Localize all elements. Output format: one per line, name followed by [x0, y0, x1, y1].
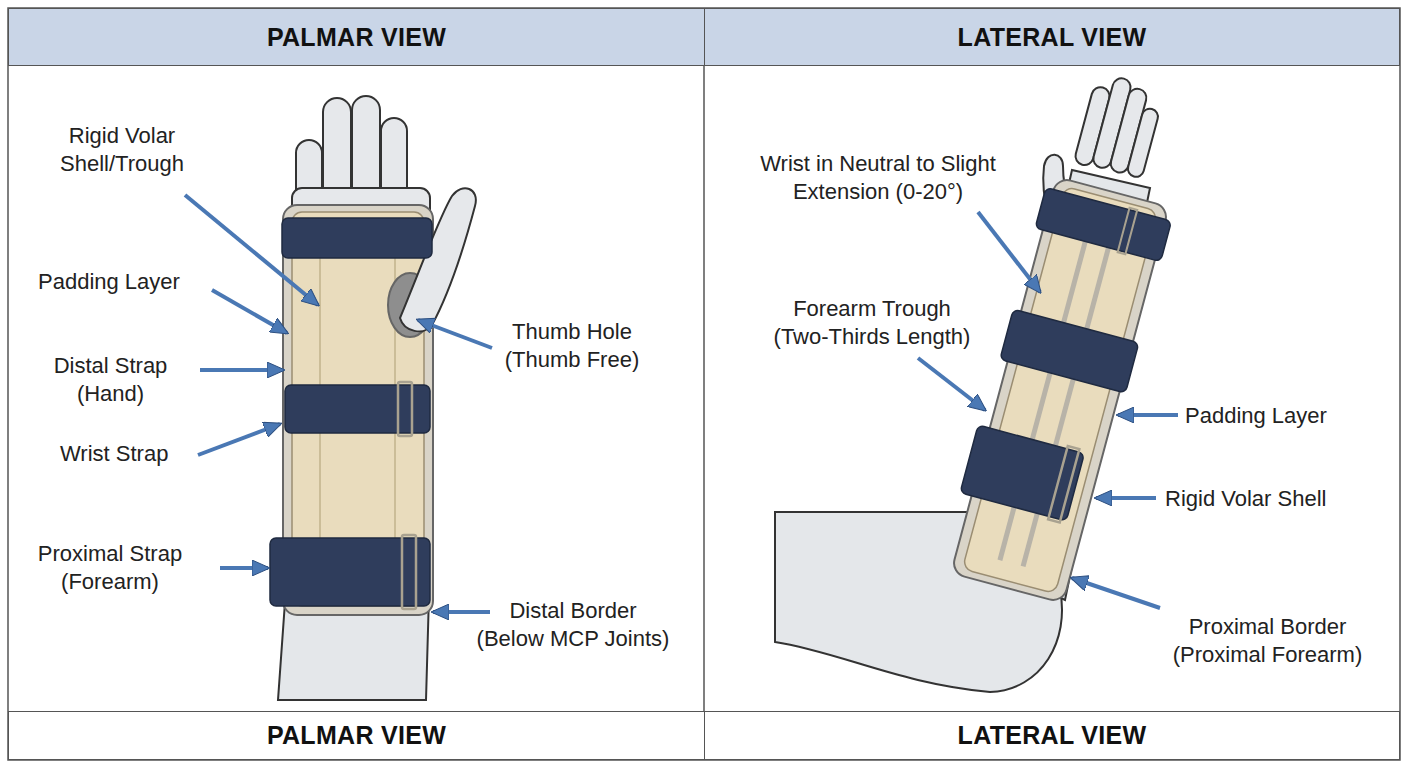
part-label: Forearm Trough (Two-Thirds Length)	[772, 295, 972, 351]
view-band: LATERAL VIEW	[704, 8, 1400, 66]
outer-frame	[8, 8, 1400, 760]
lateral-fingers	[1073, 72, 1165, 181]
view-heading: LATERAL VIEW	[958, 721, 1147, 750]
lateral-splint	[939, 174, 1175, 605]
part-label: Padding Layer	[38, 268, 180, 296]
view-band: PALMAR VIEW	[8, 8, 705, 66]
view-heading: LATERAL VIEW	[958, 23, 1147, 52]
part-label: Proximal Border (Proximal Forearm)	[1170, 613, 1365, 669]
panel-divider	[703, 8, 705, 760]
part-label: Rigid Volar Shell/Trough	[57, 122, 187, 178]
part-label: Proximal Strap (Forearm)	[35, 540, 185, 596]
view-heading: PALMAR VIEW	[267, 721, 446, 750]
view-band: PALMAR VIEW	[8, 711, 705, 760]
leader-arrows	[185, 195, 1178, 612]
part-label: Wrist Strap	[60, 440, 168, 468]
part-label: Thumb Hole (Thumb Free)	[502, 318, 642, 374]
view-heading: PALMAR VIEW	[267, 23, 446, 52]
palmar-straps	[270, 218, 432, 609]
view-band: LATERAL VIEW	[704, 711, 1400, 760]
part-label: Distal Strap (Hand)	[48, 352, 173, 408]
part-label: Wrist in Neutral to Slight Extension (0-…	[753, 150, 1003, 206]
part-label: Rigid Volar Shell	[1165, 485, 1326, 513]
part-label: Padding Layer	[1185, 402, 1327, 430]
part-label: Distal Border (Below MCP Joints)	[473, 597, 673, 653]
palmar-thumb	[400, 188, 476, 331]
